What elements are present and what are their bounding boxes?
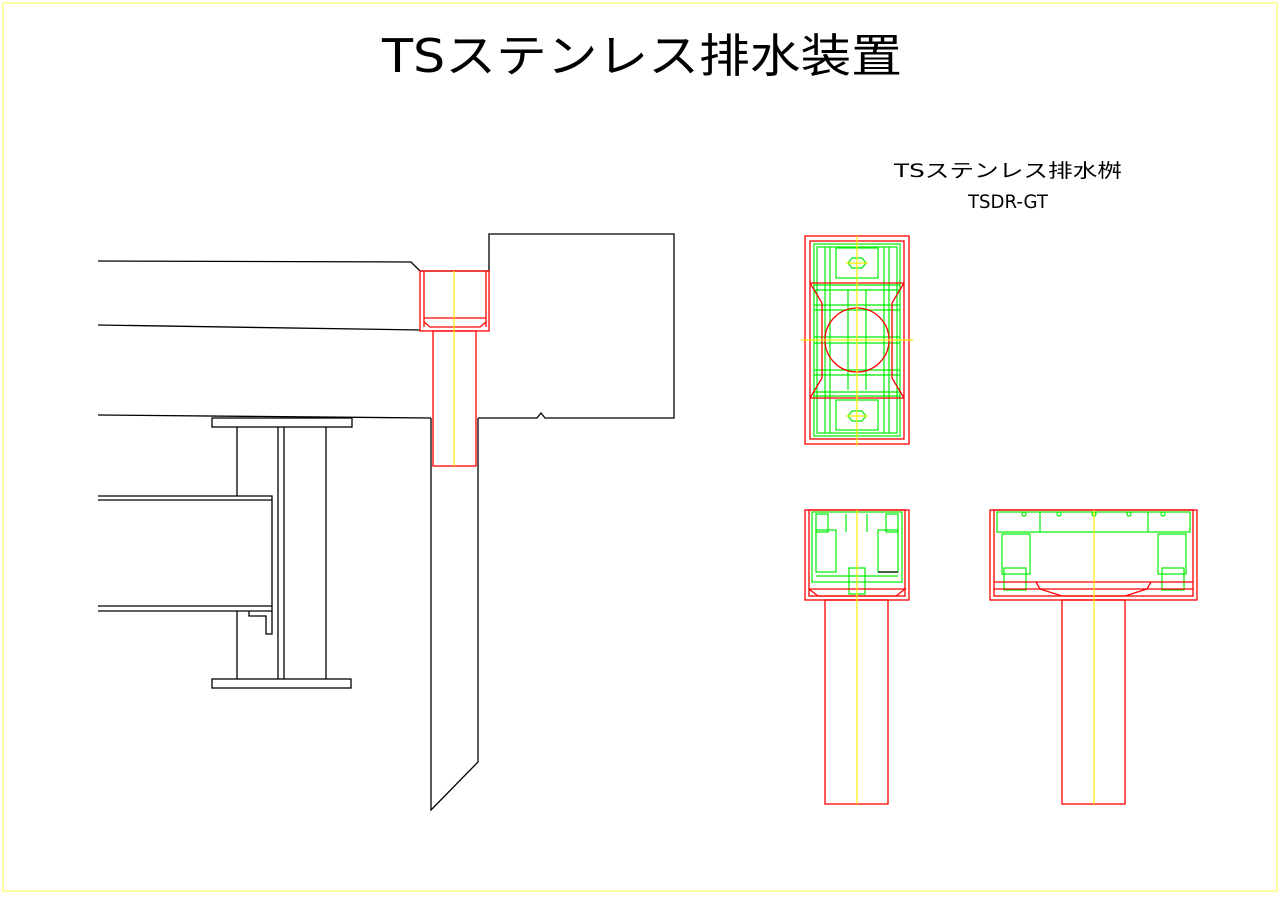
steel-girder [98, 417, 353, 689]
product-name: TSステンレス排水桝 [893, 160, 1122, 182]
deck-slab [97, 233, 675, 812]
drain-plan-view [801, 235, 913, 446]
section-view [97, 233, 675, 812]
product-code: TSDR-GT [967, 191, 1048, 213]
drawing-title: TSステンレス排水装置 [381, 29, 902, 83]
drain-front-elevation [989, 509, 1198, 805]
drain-side-elevation [804, 509, 910, 805]
drain-inlet-section [419, 270, 490, 467]
